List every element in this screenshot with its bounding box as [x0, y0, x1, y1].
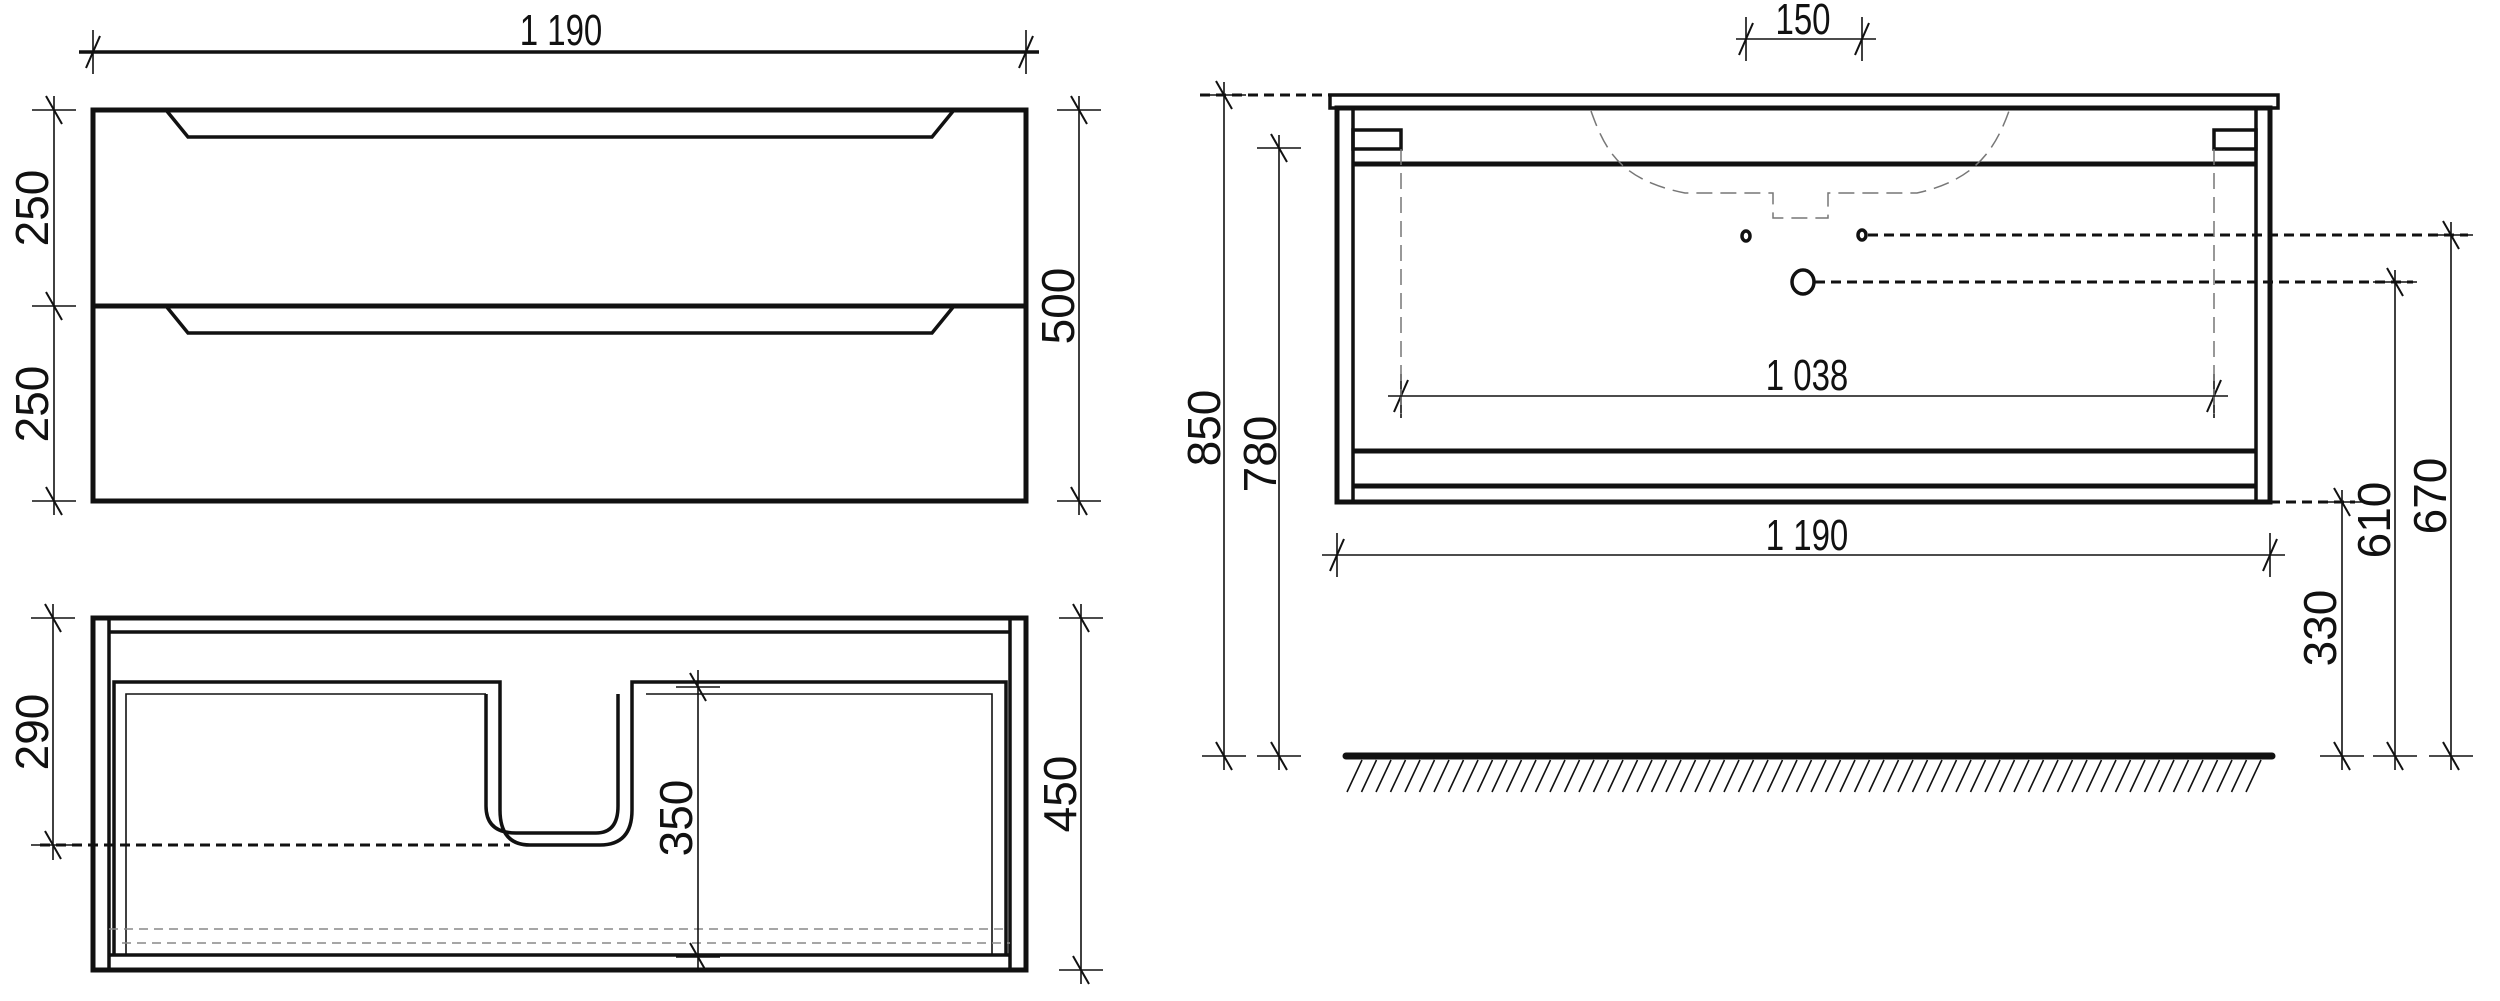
hatch-line	[2129, 759, 2146, 793]
hatch-line	[1549, 759, 1566, 793]
hatch-line	[1679, 759, 1697, 793]
top-height-label: 850	[1178, 390, 1230, 467]
hatch-line	[1969, 759, 1987, 793]
hatch-line	[1592, 759, 1610, 793]
hatch-line	[1476, 759, 1494, 793]
hatch-line	[1360, 759, 1378, 793]
hatch-line	[2216, 759, 2233, 793]
hatch-line	[2158, 759, 2175, 793]
hatch-line	[1926, 759, 1943, 793]
hatch-line	[1810, 759, 1827, 793]
hatch-line	[1708, 759, 1726, 793]
hatch-line	[2230, 759, 2248, 793]
drawer-handle-bottom	[164, 304, 956, 335]
hatch-line	[2187, 759, 2204, 793]
hatch-line	[1520, 759, 1537, 793]
hatch-line	[1433, 759, 1450, 793]
hatch-line	[1940, 759, 1958, 793]
hatch-line	[1882, 759, 1900, 793]
tap-hole-left	[1740, 229, 1752, 243]
hatch-line	[1665, 759, 1682, 793]
hatch-line	[2071, 759, 2088, 793]
side-width-label: 1 190	[1766, 512, 1849, 561]
hatch-line	[1534, 759, 1552, 793]
hatch-line	[1375, 759, 1392, 793]
hatch-line	[2172, 759, 2190, 793]
hatch-line	[1984, 759, 2001, 793]
drawer-bottom-height-label: 250	[6, 366, 58, 443]
hatch-line	[2245, 759, 2262, 793]
hatch-line	[1462, 759, 1479, 793]
hatch-line	[1853, 759, 1871, 793]
hatch-line	[1897, 759, 1914, 793]
floor-hatching	[1346, 759, 2262, 793]
hatch-line	[1694, 759, 1711, 793]
section-view: 290 350 450	[6, 604, 1086, 984]
hatch-line	[1447, 759, 1465, 793]
hatch-line	[1491, 759, 1508, 793]
drawer-handle-top	[164, 108, 956, 139]
total-depth-label: 450	[1034, 756, 1086, 833]
front-width-label: 1 190	[520, 7, 603, 56]
fixing-width-label: 1 038	[1766, 352, 1849, 401]
cabinet-outline	[1334, 105, 2273, 505]
hatch-line	[1578, 759, 1595, 793]
drain-height-label: 610	[2348, 482, 2400, 559]
tap-height-label: 670	[2404, 458, 2456, 535]
hatch-line	[2114, 759, 2132, 793]
hatch-line	[1389, 759, 1407, 793]
hatch-line	[2013, 759, 2030, 793]
hatch-line	[1607, 759, 1624, 793]
bottom-height-label: 330	[2294, 590, 2346, 667]
hatch-line	[1955, 759, 1972, 793]
hatch-line	[1404, 759, 1421, 793]
hatch-line	[1563, 759, 1581, 793]
hatch-line	[1505, 759, 1523, 793]
hatch-line	[1737, 759, 1755, 793]
basin-hidden-outline	[1590, 110, 2010, 219]
hatch-line	[1650, 759, 1668, 793]
siphon-height-label: 290	[6, 694, 58, 771]
tap-hole-right	[1856, 228, 1868, 242]
front-height-label: 500	[1032, 268, 1084, 345]
hatch-line	[1868, 759, 1885, 793]
hatch-line	[1723, 759, 1740, 793]
hatch-line	[2143, 759, 2161, 793]
drawer-inner-outline	[125, 693, 993, 955]
installation-view: 150 1 038 1 190 850 780 670 610 330	[1178, 0, 2468, 793]
hatch-line	[1824, 759, 1842, 793]
hatch-line	[2027, 759, 2045, 793]
hatch-line	[1346, 759, 1363, 793]
drain-hole	[1790, 268, 1816, 296]
hatch-line	[1621, 759, 1639, 793]
tap-spacing-label: 150	[1775, 0, 1830, 44]
hatch-line	[2042, 759, 2059, 793]
hatch-line	[2085, 759, 2103, 793]
mounting-bracket-left	[1351, 128, 1403, 151]
front-view: 1 190 250 250 500	[6, 7, 1084, 515]
hatch-line	[1781, 759, 1798, 793]
cabinet-section-outline	[90, 615, 1029, 973]
hatch-line	[1839, 759, 1856, 793]
hatch-line	[2100, 759, 2117, 793]
hatch-line	[1795, 759, 1813, 793]
siphon-cutout	[484, 694, 620, 835]
drawer-outline	[112, 680, 1008, 955]
mounting-bracket-right	[2212, 128, 2258, 151]
drawer-top-height-label: 250	[6, 170, 58, 247]
fixing-height-label: 780	[1234, 416, 1286, 493]
inner-depth-label: 350	[650, 780, 702, 857]
hatch-line	[1418, 759, 1436, 793]
hatch-line	[1911, 759, 1929, 793]
hatch-line	[1998, 759, 2016, 793]
hatch-line	[1752, 759, 1769, 793]
hatch-line	[1636, 759, 1653, 793]
hatch-line	[1766, 759, 1784, 793]
hatch-line	[2201, 759, 2219, 793]
hatch-line	[2056, 759, 2074, 793]
